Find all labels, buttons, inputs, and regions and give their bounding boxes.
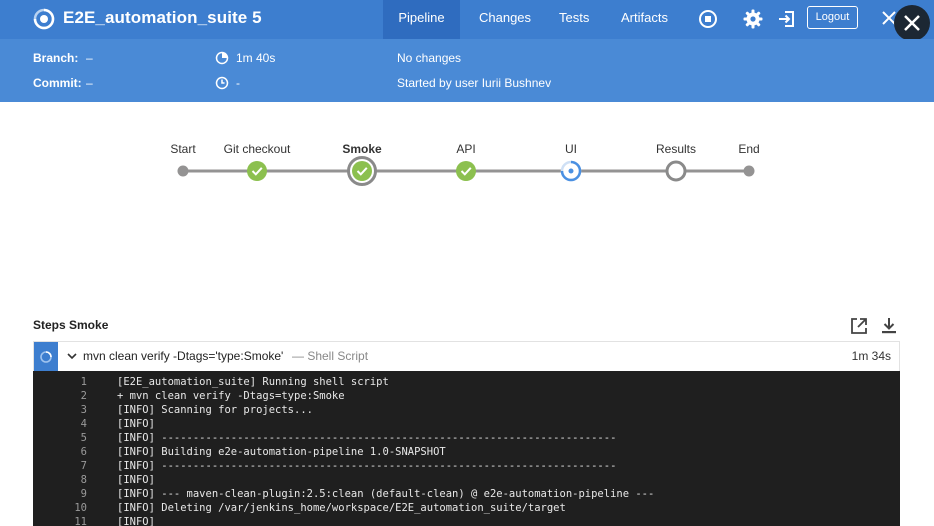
log-line-text: [E2E_automation_suite] Running shell scr… [117, 376, 389, 388]
log-line-number[interactable]: 11 [74, 516, 87, 526]
log-line: 11 [INFO] [33, 515, 900, 526]
clock-icon [215, 76, 229, 90]
log-line-text: [INFO] Deleting /var/jenkins_home/worksp… [117, 502, 566, 514]
log-line: 4 [INFO] [33, 417, 900, 431]
stage-node-ui[interactable] [560, 160, 582, 182]
check-icon [356, 167, 368, 176]
log-line-number[interactable]: 4 [80, 418, 87, 430]
exit-icon[interactable] [776, 8, 798, 30]
log-line-text: [INFO] Scanning for projects... [117, 404, 313, 416]
tab-artifacts[interactable]: Artifacts [621, 10, 668, 25]
console-log: 1 [E2E_automation_suite] Running shell sc… [33, 371, 900, 526]
running-icon [40, 351, 52, 363]
page-title: E2E_automation_suite 5 [63, 8, 262, 27]
commit-value: – [86, 76, 93, 90]
log-line-text: + mvn clean verify -Dtags=type:Smoke [117, 390, 345, 402]
log-line: 9 [INFO] --- maven-clean-plugin:2.5:clean… [33, 487, 900, 501]
stage-label-smoke: Smoke [342, 142, 382, 156]
close-button[interactable] [894, 5, 930, 41]
log-line-number[interactable]: 9 [80, 488, 87, 500]
pipeline-graph-svg [177, 156, 755, 186]
time-value: - [236, 76, 240, 90]
log-line-text: [INFO] Building e2e-automation-pipeline … [117, 446, 446, 458]
download-icon[interactable] [879, 316, 899, 336]
stage-node-api[interactable] [456, 161, 476, 181]
pipeline-graph: Start Git checkout Smoke API UI Results End [0, 102, 934, 302]
log-line-number[interactable]: 8 [80, 474, 87, 486]
close-icon[interactable] [880, 9, 898, 27]
log-line-number[interactable]: 2 [80, 390, 87, 402]
log-line-number[interactable]: 6 [80, 446, 87, 458]
tab-pipeline[interactable]: Pipeline [383, 0, 460, 39]
log-line: 6 [INFO] Building e2e-automation-pipeline… [33, 445, 900, 459]
step-row[interactable]: mvn clean verify -Dtags='type:Smoke' — S… [33, 341, 900, 371]
tab-tests[interactable]: Tests [559, 10, 590, 25]
log-line: 7 [INFO] --------------------------------… [33, 459, 900, 473]
log-line-number[interactable]: 1 [80, 376, 87, 388]
log-line-text: [INFO] ---------------------------------… [117, 432, 617, 444]
stage-label-results: Results [655, 142, 697, 156]
stage-label-start: Start [170, 142, 196, 156]
run-status-icon [33, 8, 55, 30]
step-command: mvn clean verify -Dtags='type:Smoke' [83, 349, 284, 363]
stage-label-git-checkout: Git checkout [223, 142, 291, 156]
log-line: 5 [INFO] --------------------------------… [33, 431, 900, 445]
stage-label-ui: UI [565, 142, 577, 156]
stage-label-end: End [738, 142, 760, 156]
log-line-number[interactable]: 7 [80, 460, 87, 472]
log-line-text: [INFO] [117, 474, 155, 486]
top-header: E2E_automation_suite 5 Pipeline Changes … [0, 0, 934, 39]
step-status [34, 342, 58, 371]
log-line-text: [INFO] [117, 418, 155, 430]
duration-icon [215, 51, 229, 65]
log-line-text: [INFO] [117, 516, 155, 526]
log-line-text: [INFO] --- maven-clean-plugin:2.5:clean … [117, 488, 655, 500]
stage-node-start [177, 165, 189, 177]
duration-value: 1m 40s [236, 51, 276, 65]
log-line: 10 [INFO] Deleting /var/jenkins_home/work… [33, 501, 900, 515]
log-line: 8 [INFO] [33, 473, 900, 487]
stage-node-results[interactable] [665, 160, 687, 182]
changes-value: No changes [397, 51, 462, 65]
log-line-number[interactable]: 5 [80, 432, 87, 444]
logout-button[interactable]: Logout [807, 6, 858, 29]
commit-label: Commit: [33, 76, 82, 90]
stage-node-smoke[interactable] [347, 156, 377, 186]
check-icon [251, 167, 263, 176]
stage-label-api: API [456, 142, 476, 156]
check-icon [460, 167, 472, 176]
close-icon [904, 15, 920, 31]
steps-title: Steps Smoke [33, 318, 109, 332]
open-external-icon[interactable] [849, 316, 869, 336]
log-line-number[interactable]: 10 [74, 502, 87, 514]
step-duration: 1m 34s [851, 349, 891, 363]
chevron-down-icon[interactable] [66, 350, 78, 362]
log-line-text: [INFO] ---------------------------------… [117, 460, 617, 472]
cause-value: Started by user Iurii Bushnev [397, 76, 552, 90]
log-line-number[interactable]: 3 [80, 404, 87, 416]
stage-node-git-checkout[interactable] [247, 161, 267, 181]
branch-label: Branch: [33, 51, 79, 65]
tab-changes[interactable]: Changes [479, 10, 532, 25]
log-line: 3 [INFO] Scanning for projects... [33, 403, 900, 417]
branch-value: – [86, 51, 93, 65]
stop-icon[interactable] [697, 8, 719, 30]
log-line: 2 + mvn clean verify -Dtags=type:Smoke [33, 389, 900, 403]
step-type: — Shell Script [292, 349, 369, 363]
run-info-bar: Branch: – Commit: – 1m 40s - No changes … [0, 39, 934, 102]
log-line: 1 [E2E_automation_suite] Running shell sc… [33, 375, 900, 389]
gear-icon[interactable] [742, 8, 764, 30]
stage-node-end [743, 165, 755, 177]
